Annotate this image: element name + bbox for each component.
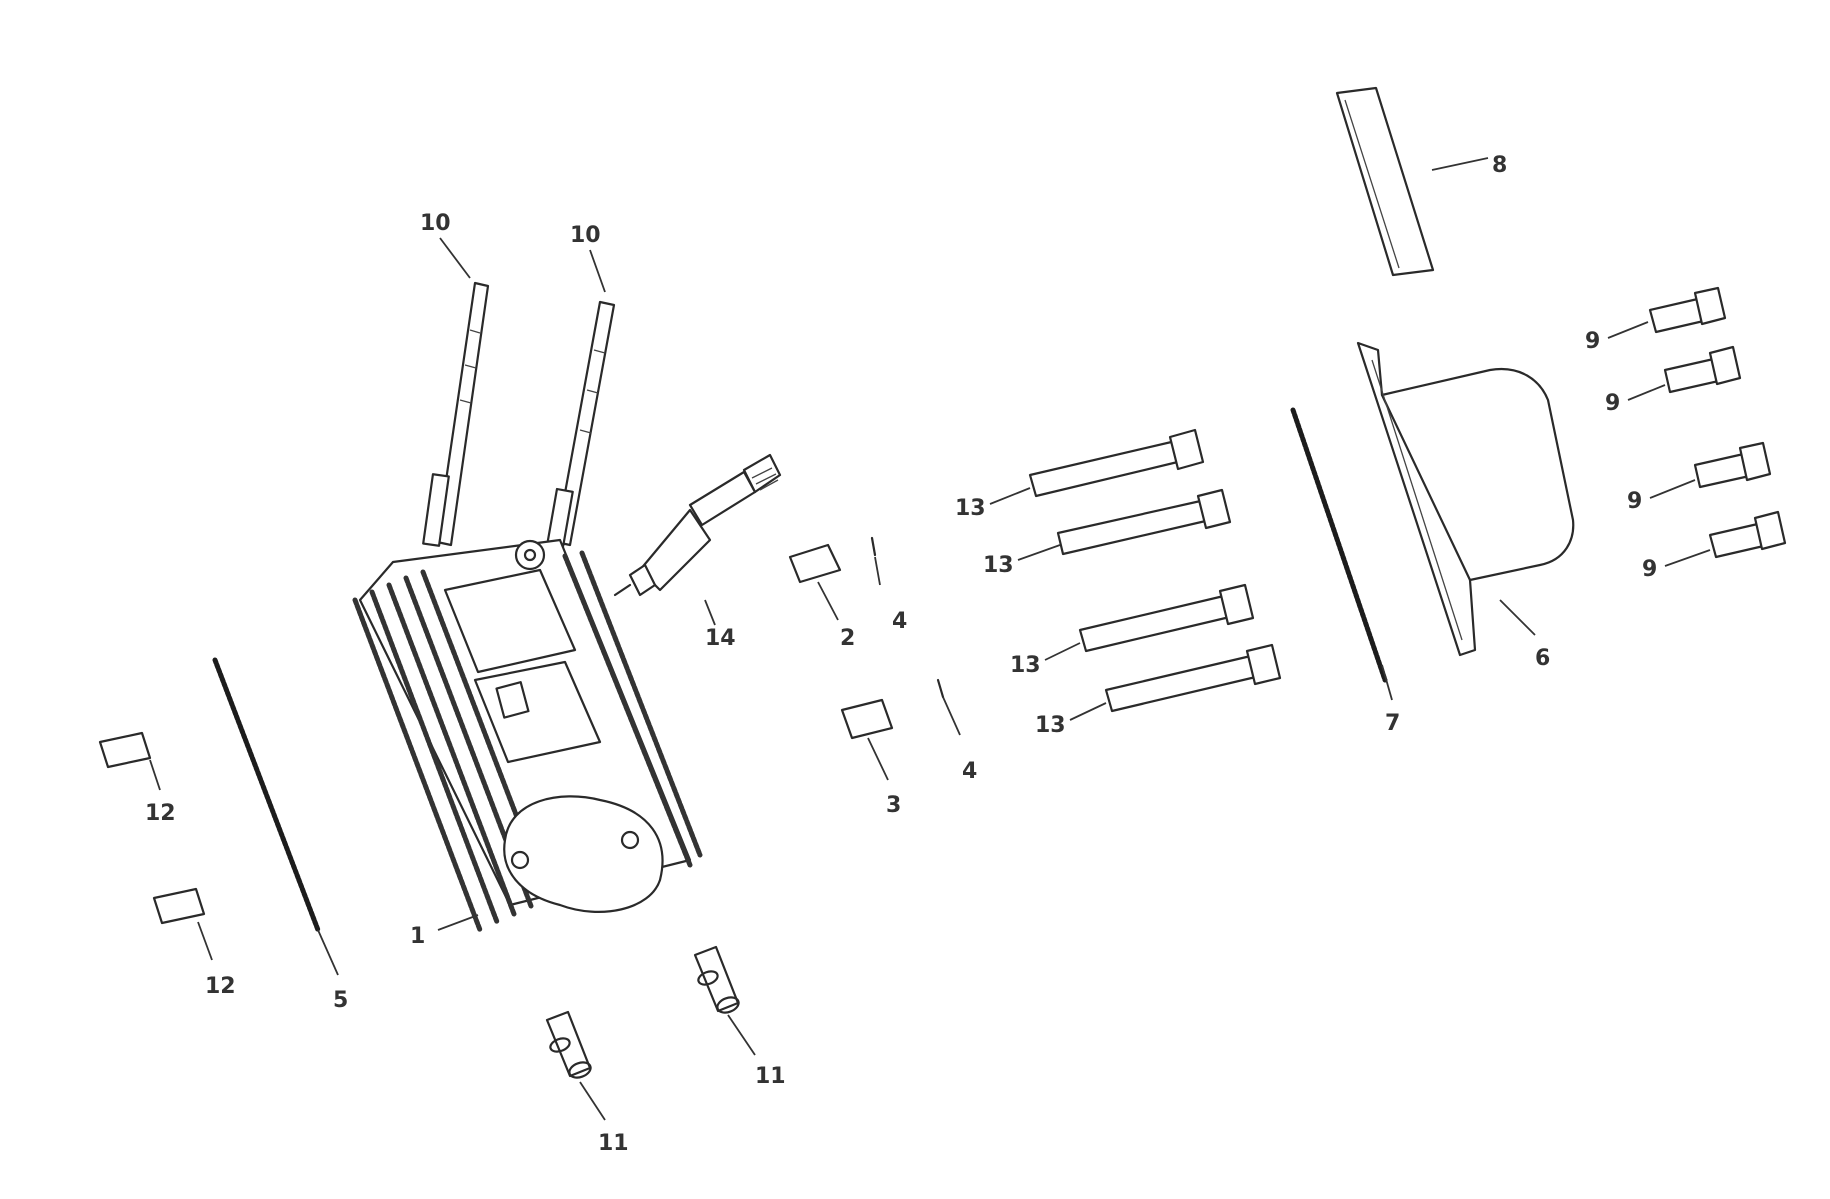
callout-12-bottom: 12 xyxy=(205,974,236,999)
part-12-block-top xyxy=(98,731,152,769)
part-14-spark-plug xyxy=(613,453,782,597)
part-4-pin-bottom xyxy=(936,678,945,699)
callout-2: 2 xyxy=(840,626,855,651)
part-2-block xyxy=(788,543,842,584)
callout-5: 5 xyxy=(333,988,348,1013)
callout-13-d: 13 xyxy=(1035,713,1066,738)
callout-13-a: 13 xyxy=(955,496,986,521)
part-12-block-bottom xyxy=(152,887,206,925)
part-6-cover xyxy=(1356,341,1575,657)
callout-9-a: 9 xyxy=(1585,329,1600,354)
part-3-block xyxy=(840,698,894,740)
part-10-stud-left xyxy=(422,281,490,547)
callout-1: 1 xyxy=(410,924,425,949)
part-9-bolt-1 xyxy=(1648,286,1727,334)
callout-10-left: 10 xyxy=(420,211,451,236)
part-10-stud-right xyxy=(546,300,616,548)
part-13-bolt-4 xyxy=(1104,643,1282,713)
callout-11-right: 11 xyxy=(755,1064,786,1089)
callout-3: 3 xyxy=(886,793,901,818)
part-13-bolt-3 xyxy=(1078,583,1255,653)
callout-13-b: 13 xyxy=(983,553,1014,578)
callout-9-d: 9 xyxy=(1642,557,1657,582)
callout-8: 8 xyxy=(1492,153,1507,178)
part-9-bolt-2 xyxy=(1663,345,1742,394)
part-13-bolt-1 xyxy=(1028,428,1205,498)
callout-4-top: 4 xyxy=(892,609,907,634)
part-7-gasket xyxy=(1290,407,1388,683)
part-11-dowel-left xyxy=(545,1010,592,1079)
callout-10-right: 10 xyxy=(570,223,601,248)
callout-7: 7 xyxy=(1385,711,1400,736)
leader-lines xyxy=(149,157,1711,1121)
part-9-bolt-4 xyxy=(1708,510,1787,559)
callout-13-c: 13 xyxy=(1010,653,1041,678)
callout-6: 6 xyxy=(1535,646,1550,671)
part-11-dowel-right xyxy=(693,945,740,1014)
part-4-pin-top xyxy=(870,536,877,557)
callout-14: 14 xyxy=(705,626,736,651)
callout-12-top: 12 xyxy=(145,801,176,826)
callout-4-bottom: 4 xyxy=(962,759,977,784)
callout-11-left: 11 xyxy=(598,1131,629,1156)
callout-9-b: 9 xyxy=(1605,391,1620,416)
callout-labels: 10 10 8 9 9 9 9 13 13 13 13 14 2 4 3 4 7… xyxy=(145,153,1657,1156)
callout-9-c: 9 xyxy=(1627,489,1642,514)
part-13-bolt-2 xyxy=(1056,488,1232,556)
part-1-cylinder xyxy=(352,538,703,933)
part-8-tube xyxy=(1335,86,1435,277)
part-5-gasket xyxy=(212,657,321,933)
part-9-bolt-3 xyxy=(1693,441,1772,489)
